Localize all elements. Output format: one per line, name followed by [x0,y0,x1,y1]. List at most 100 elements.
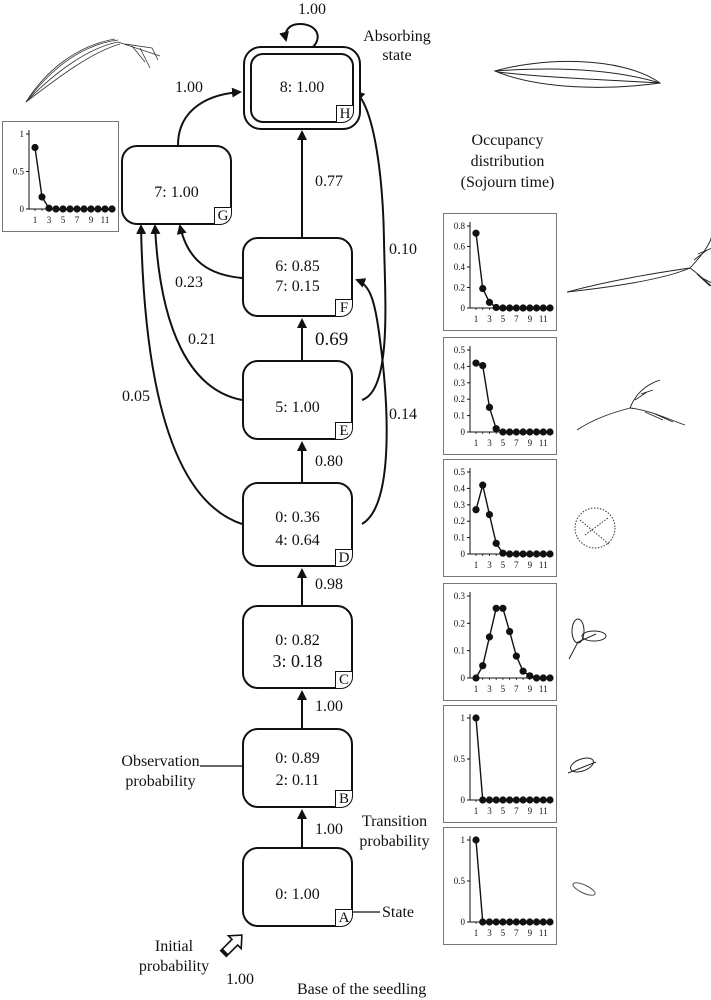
observation-prob: 2: 0.11 [275,772,320,789]
x-tick-label: 5 [501,806,506,816]
seedling-leaf-F [566,236,711,293]
state-label-B: B [335,790,353,808]
y-tick-label: 0.8 [454,221,466,231]
initial-probability-value: 1.00 [226,971,254,988]
state-annotation-label: State [382,904,414,921]
observation-prob: 0: 1.00 [275,886,320,903]
state-C: 0: 0.82 3: 0.18 C [242,605,353,689]
edge-G-H [177,87,242,146]
data-point [479,796,487,804]
initial-arrow-icon [219,934,243,958]
data-point [499,304,507,312]
data-point [485,403,494,411]
base-of-seedling-label: Base of the seedling [297,981,427,998]
data-point [66,205,74,213]
data-point [472,674,480,682]
seedling-leaf-C [568,618,607,660]
data-point [526,796,534,804]
y-tick-label: 0.4 [454,483,466,493]
edge-D-G [136,224,243,525]
data-point [506,918,514,926]
observation-prob: 3: 0.18 [272,651,323,671]
data-point [512,428,520,436]
x-tick-label: 7 [514,438,519,448]
data-point [485,511,494,519]
edge-H-H [279,22,319,52]
occupancy-distribution-label: Occupancy distribution (Sojourn time) [460,132,555,191]
data-point [512,652,520,660]
data-point [73,205,81,213]
data-point [52,205,60,213]
y-tick-label: 0.2 [454,283,465,293]
x-tick-label: 11 [539,806,548,816]
transition-label-D-E: 0.80 [315,453,343,470]
x-tick-label: 11 [539,684,548,694]
x-tick-label: 3 [487,684,492,694]
series-line [475,607,550,679]
y-tick-label: 0.3 [454,378,466,388]
data-point [506,627,514,636]
edge-F-G [176,224,243,279]
data-point [499,796,507,804]
transition-label-E-H: 0.10 [389,241,417,258]
y-tick-label: 0 [461,673,466,683]
data-point [526,672,534,680]
data-point [539,428,547,436]
leaf-illustration-top-right [493,60,662,88]
data-point [31,143,39,152]
x-tick-label: 7 [514,806,519,816]
observation-prob: 5: 1.00 [275,399,320,416]
state-G: 7: 1.00 G [121,145,232,225]
data-point [485,298,494,306]
data-point [519,550,527,558]
transition-label-H-H: 1.00 [298,1,326,18]
data-point [546,918,554,926]
observation-prob: 0: 0.82 [275,632,320,649]
data-point [539,918,547,926]
data-point [87,205,95,213]
y-tick-label: 0 [20,204,25,214]
data-point [492,425,500,433]
x-tick-label: 11 [539,438,548,448]
y-tick-label: 0.5 [454,467,466,477]
data-point [539,550,547,558]
data-point [479,918,487,926]
y-tick-label: 0.2 [454,516,465,526]
seedling-leaf-E [576,379,686,431]
x-tick-label: 3 [487,438,492,448]
transition-label-E-F: 0.69 [315,329,349,350]
transition-label-D-G: 0.05 [122,388,150,405]
edge-E-G [150,224,243,401]
x-tick-label: 1 [474,684,479,694]
x-tick-label: 1 [33,215,38,225]
data-point [485,796,494,804]
y-tick-label: 0 [461,303,466,313]
data-point [519,304,527,312]
data-point [59,205,67,213]
y-tick-label: 0.6 [454,242,466,252]
state-label-F: F [335,299,353,317]
observation-prob: 7: 1.00 [154,184,199,201]
x-tick-label: 11 [101,215,110,225]
observation-prob: 6: 0.85 [275,258,320,275]
data-point [472,506,480,514]
data-point [472,359,480,367]
state-label-A: A [335,909,353,927]
y-tick-label: 0.1 [454,411,465,421]
x-tick-label: 5 [501,438,506,448]
y-tick-label: 1 [461,713,466,723]
seedling-leaf-D [574,507,616,549]
data-point [532,674,541,682]
data-point [512,796,520,804]
series-line [475,233,550,309]
state-E: 5: 1.00 E [242,360,353,440]
data-point [479,662,487,670]
state-label-C: C [335,671,353,689]
transition-label-F-G: 0.23 [175,274,203,291]
x-tick-label: 9 [528,560,533,570]
x-tick-label: 9 [528,314,533,324]
series-line [475,839,550,923]
data-point [499,604,507,612]
